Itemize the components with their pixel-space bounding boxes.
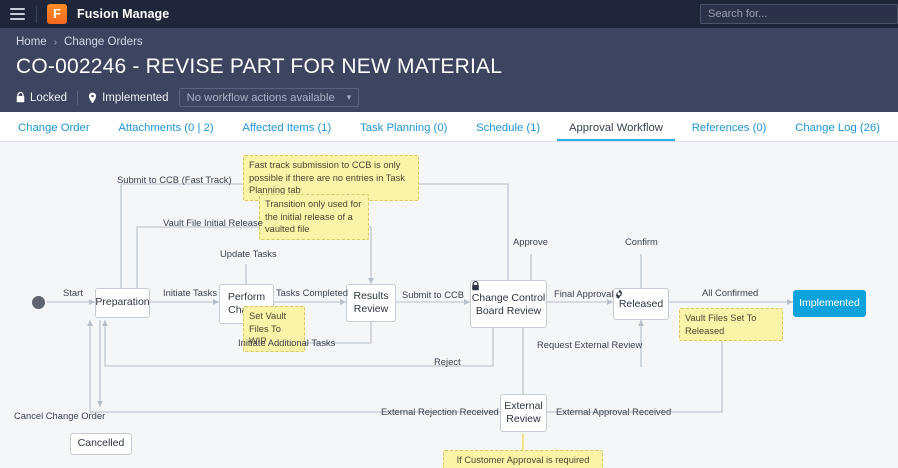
edge-label-approve: Approve [513, 236, 548, 247]
edge-label-cancel-change-order: Cancel Change Order [14, 410, 106, 421]
node-label-line2: Review [506, 413, 541, 425]
workflow-diagram: Preparation Perform Change Results Revie… [0, 142, 898, 468]
breadcrumb-item-home[interactable]: Home [16, 36, 47, 48]
node-label-line1: External [504, 399, 543, 412]
lock-icon [16, 92, 25, 103]
node-label-line1: Perform [227, 290, 266, 303]
node-label-line1: Results [353, 289, 389, 302]
edge-label-reject: Reject [434, 356, 461, 367]
breadcrumb-separator-icon: › [53, 36, 58, 48]
edge-label-confirm: Confirm [625, 236, 658, 247]
fusion-logo-icon: F [47, 4, 67, 24]
node-preparation[interactable]: Preparation [95, 288, 150, 318]
node-label-line2: Board Review [475, 305, 542, 317]
note-fast-track: Fast track submission to CCB is only pos… [243, 155, 419, 201]
edge-label-external-rejection-received: External Rejection Received [381, 406, 499, 417]
logo-letter: F [53, 5, 61, 21]
node-label: Implemented [799, 296, 860, 309]
node-label: Released [618, 298, 664, 311]
locked-badge: Locked [16, 92, 67, 104]
status-row: Locked Implemented No workflow actions a… [16, 88, 882, 107]
locked-label: Locked [30, 91, 68, 104]
edge-label-vault-file-initial-release: Vault File Initial Release [163, 217, 263, 228]
node-results-review[interactable]: Results Review [346, 284, 396, 322]
note-vault-transition: Transition only used for the initial rel… [259, 194, 369, 240]
app-bar: F Fusion Manage [0, 0, 898, 28]
tab-schedule[interactable]: Schedule (1) [476, 122, 541, 134]
edge-label-initiate-additional-tasks: Initiate Additional Tasks [238, 337, 336, 348]
edge-label-start: Start [63, 287, 83, 298]
edge-label-request-external-review: Request External Review [537, 339, 643, 350]
status-label: Implemented [102, 91, 169, 104]
page-title: CO-002246 - REVISE PART FOR NEW MATERIAL [16, 55, 503, 78]
edge-label-submit-ccb-fast-track: Submit to CCB (Fast Track) [117, 174, 232, 185]
pin-icon [88, 92, 97, 104]
breadcrumb: Home › Change Orders [16, 36, 882, 48]
node-label: Preparation [95, 296, 150, 309]
status-badge: Implemented [88, 91, 169, 104]
chevron-down-icon: ▾ [346, 92, 352, 102]
edge-label-final-approval: Final Approval [554, 288, 614, 299]
note-vault-files-set-to-released: Vault Files Set To Released [679, 308, 783, 342]
divider [36, 5, 37, 23]
divider [77, 90, 79, 105]
workflow-actions-select[interactable]: No workflow actions available ▾ [178, 88, 360, 107]
node-label: Cancelled [77, 437, 125, 450]
edge-label-tasks-completed: Tasks Completed [276, 287, 348, 298]
node-implemented[interactable]: Implemented [793, 290, 866, 317]
tab-references[interactable]: References (0) [691, 122, 767, 134]
tab-approval-workflow[interactable]: Approval Workflow [556, 122, 675, 141]
workflow-actions-label: No workflow actions available [186, 91, 335, 104]
tab-affected-items[interactable]: Affected Items (1) [242, 122, 332, 134]
tab-attachments[interactable]: Attachments (0 | 2) [118, 122, 214, 134]
edge-label-submit-to-ccb: Submit to CCB [402, 289, 464, 300]
node-external-review[interactable]: External Review [500, 394, 547, 432]
breadcrumb-item-change-orders[interactable]: Change Orders [64, 36, 143, 48]
tab-change-order[interactable]: Change Order [18, 122, 90, 134]
search-input[interactable] [700, 4, 898, 24]
node-ccb-review[interactable]: Change Control Board Review [470, 280, 547, 328]
tab-bar: Change Order Attachments (0 | 2) Affecte… [0, 112, 898, 142]
edge-label-all-confirmed: All Confirmed [702, 287, 759, 298]
node-cancelled[interactable]: Cancelled [70, 433, 132, 455]
search-container [700, 4, 898, 24]
note-customer-approval: If Customer Approval is required per Det… [443, 450, 603, 468]
page-header: Home › Change Orders CO-002246 - REVISE … [0, 28, 898, 112]
node-label-line2: Review [353, 303, 389, 315]
workflow-edges [47, 183, 793, 450]
edge-label-update-tasks: Update Tasks [220, 248, 277, 259]
brand-title: Fusion Manage [77, 7, 170, 21]
hamburger-icon[interactable] [0, 0, 34, 28]
tab-task-planning[interactable]: Task Planning (0) [360, 122, 448, 134]
node-released[interactable]: Released [613, 288, 669, 320]
tab-change-log[interactable]: Change Log (26) [795, 122, 880, 134]
edge-label-external-approval-received: External Approval Received [556, 406, 672, 417]
node-label-line1: Change Control [471, 291, 546, 304]
edge-label-initiate-tasks: Initiate Tasks [163, 287, 218, 298]
start-node[interactable] [32, 296, 45, 309]
